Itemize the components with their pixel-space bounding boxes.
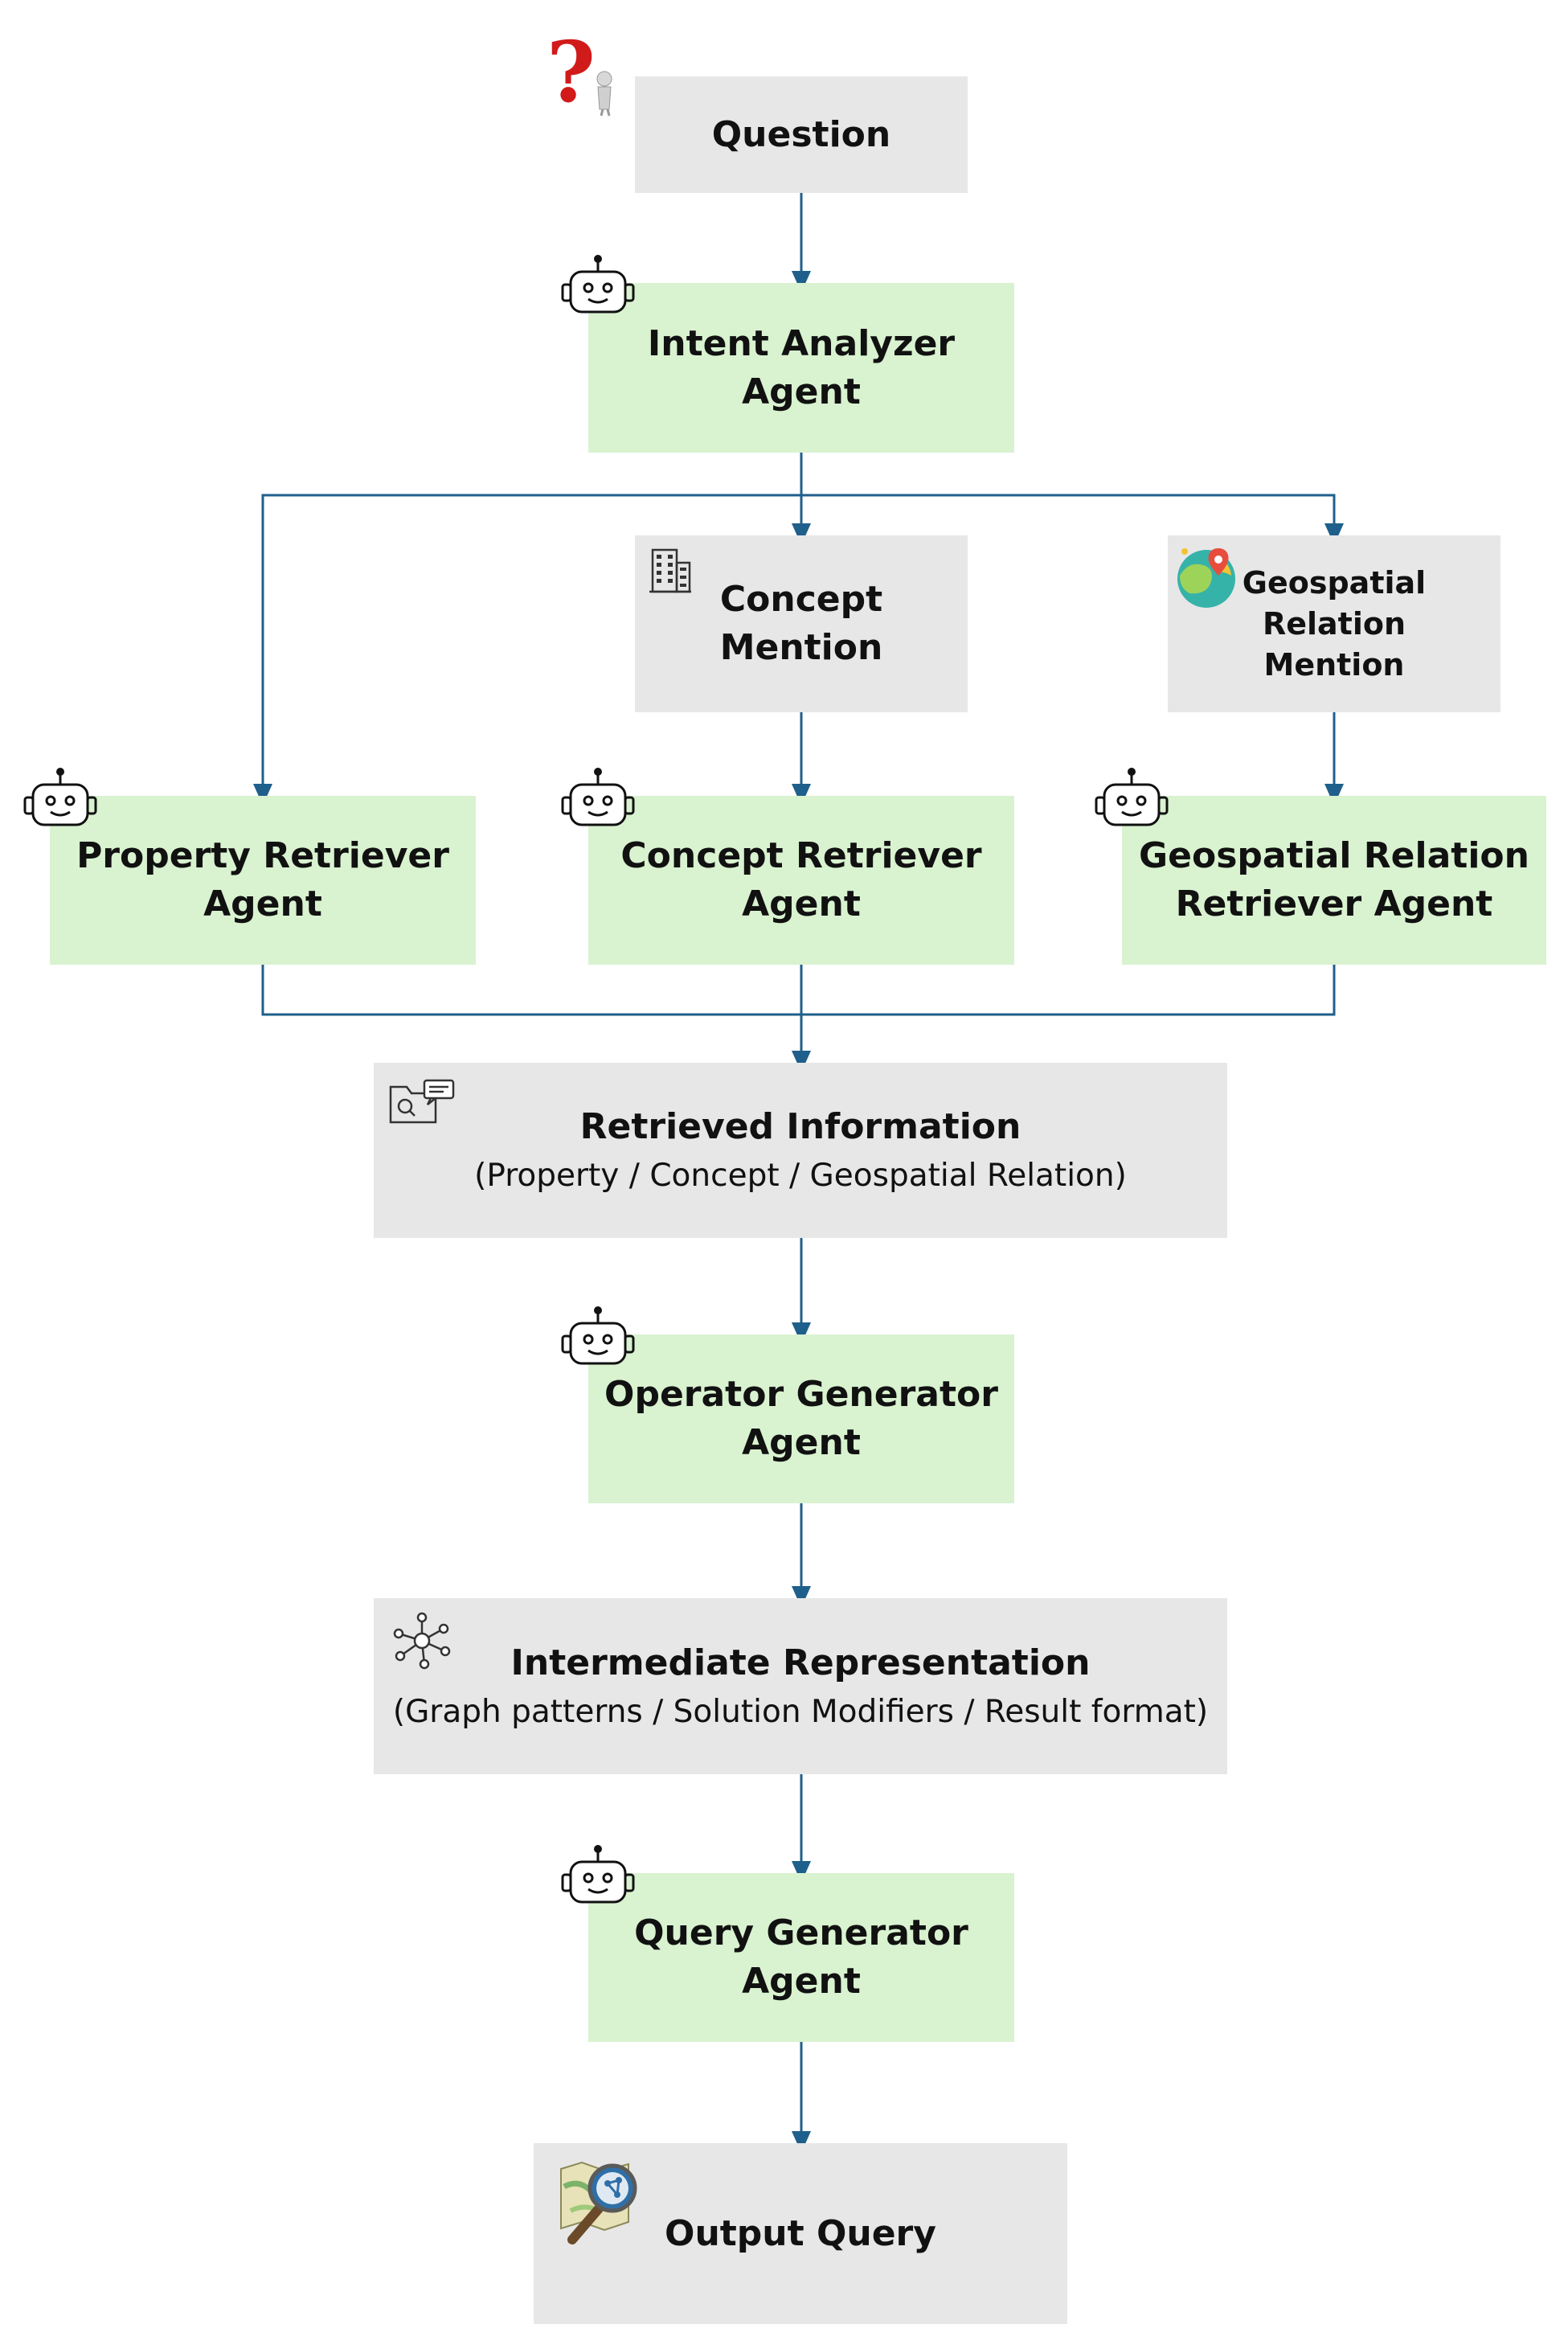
- robot-icon: [20, 767, 100, 831]
- geo-mention-line-3: Mention: [1263, 646, 1405, 683]
- concept-mention-title-1: Concept: [719, 579, 883, 620]
- robot-icon: [558, 767, 638, 831]
- robot-icon: [1091, 767, 1172, 831]
- intermediate-rep-title: Intermediate Representation: [510, 1642, 1091, 1683]
- geo-mention-line-1: Geospatial: [1242, 564, 1427, 601]
- robot-icon: [558, 254, 638, 318]
- output-query-title: Output Query: [665, 2212, 936, 2254]
- concept-retriever-agent-node: Concept Retriever Agent: [588, 796, 1014, 965]
- geo-retriever-title-1: Geospatial Relation: [1139, 835, 1529, 876]
- operator-generator-title-2: Agent: [742, 1422, 861, 1463]
- building-icon: [648, 547, 693, 595]
- intermediate-representation-node: Intermediate Representation (Graph patte…: [374, 1598, 1227, 1774]
- retrieved-info-title: Retrieved Information: [579, 1106, 1021, 1147]
- geo-relation-retriever-agent-node: Geospatial Relation Retriever Agent: [1122, 796, 1546, 965]
- intent-analyzer-title-1: Intent Analyzer: [647, 322, 956, 364]
- question-node: Question: [635, 76, 968, 193]
- operator-generator-agent-node: Operator Generator Agent: [588, 1334, 1014, 1503]
- retrieved-info-subtitle: (Property / Concept / Geospatial Relatio…: [474, 1158, 1127, 1194]
- property-retriever-agent-node: Property Retriever Agent: [50, 796, 476, 965]
- property-retriever-title-2: Agent: [203, 883, 322, 924]
- query-generator-title-1: Query Generator: [634, 1912, 968, 1953]
- operator-generator-title-1: Operator Generator: [604, 1374, 998, 1415]
- geo-retriever-title-2: Retriever Agent: [1175, 883, 1493, 924]
- edge-branch-left: [253, 494, 801, 806]
- intermediate-rep-subtitle: (Graph patterns / Solution Modifiers / R…: [392, 1693, 1209, 1730]
- concept-mention-title-2: Mention: [719, 627, 883, 668]
- svg-text:?: ?: [547, 23, 596, 117]
- query-generator-title-2: Agent: [742, 1961, 861, 2002]
- question-mark-figure-icon: ?: [540, 23, 635, 121]
- edge-branch-right: [801, 494, 1344, 545]
- folder-search-icon: [387, 1077, 456, 1127]
- intent-analyzer-agent-node: Intent Analyzer Agent: [588, 283, 1014, 453]
- map-magnifier-icon: [555, 2154, 651, 2251]
- concept-retriever-title-2: Agent: [742, 883, 861, 924]
- question-title: Question: [711, 113, 891, 155]
- geo-map-pin-icon: [1173, 543, 1239, 609]
- network-hub-icon: [392, 1611, 452, 1671]
- intent-analyzer-title-2: Agent: [742, 371, 861, 412]
- concept-retriever-title-1: Concept Retriever: [620, 835, 982, 876]
- query-generator-agent-node: Query Generator Agent: [588, 1873, 1014, 2042]
- retrieved-information-node: Retrieved Information (Property / Concep…: [374, 1063, 1227, 1238]
- property-retriever-title-1: Property Retriever: [76, 835, 449, 876]
- edge-merge: [261, 965, 1336, 1016]
- robot-icon: [558, 1306, 638, 1370]
- robot-icon: [558, 1844, 638, 1908]
- geo-mention-line-2: Relation: [1262, 605, 1406, 642]
